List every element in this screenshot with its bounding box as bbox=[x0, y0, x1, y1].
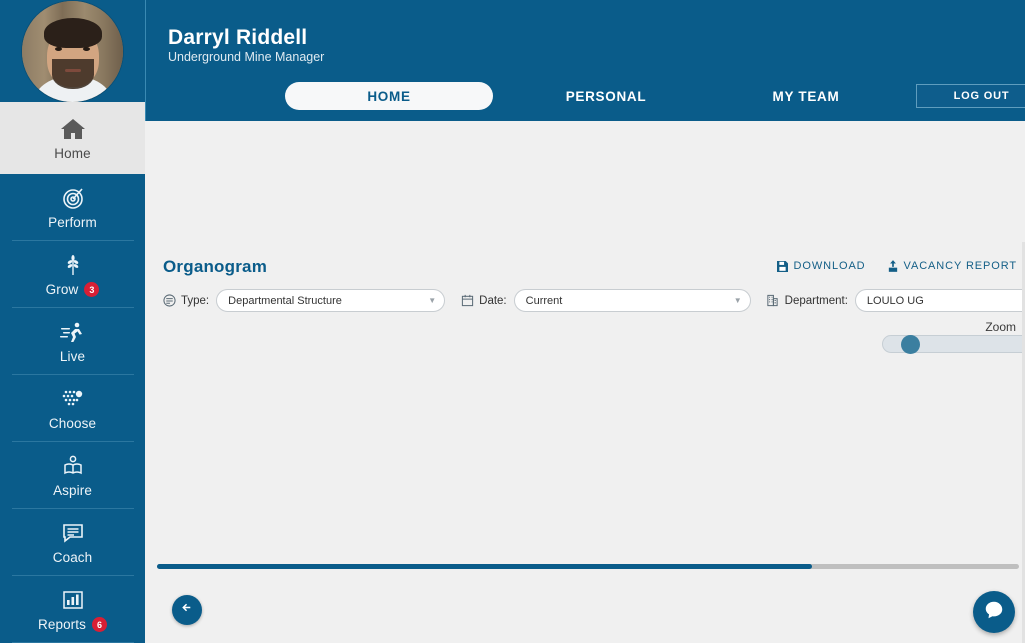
zoom-label: Zoom bbox=[985, 320, 1016, 334]
department-select-value: LOULO UG bbox=[866, 294, 924, 307]
filter-date-group: Date: Current ▼ bbox=[457, 289, 751, 312]
horizontal-scrollbar-thumb[interactable] bbox=[157, 564, 813, 569]
vacancy-report-label: VACANCY REPORT bbox=[903, 260, 1017, 272]
chevron-down-icon: ▼ bbox=[733, 296, 742, 305]
runner-icon bbox=[59, 319, 86, 345]
organogram-tree: ✕LOULO UG(2)Backfill(29)Engineering(4)Ex… bbox=[145, 366, 1025, 555]
save-disk-icon bbox=[776, 260, 788, 272]
type-select[interactable]: Departmental Structure ▼ bbox=[216, 289, 446, 312]
avatar-eye-left bbox=[55, 46, 62, 51]
header-actions: DOWNLOAD VACANCY REPORT bbox=[776, 260, 1017, 272]
sidebar: Home Perform bbox=[0, 0, 145, 643]
zoom-slider-thumb[interactable] bbox=[901, 335, 920, 354]
back-arrow-icon bbox=[180, 600, 195, 620]
target-icon bbox=[61, 185, 85, 211]
user-avatar[interactable] bbox=[22, 0, 123, 102]
header-user-role: Underground Mine Manager bbox=[168, 50, 325, 64]
avatar-hair bbox=[43, 17, 102, 48]
filter-department-label: Department: bbox=[784, 294, 848, 307]
zoom-slider[interactable] bbox=[882, 335, 1025, 354]
back-button[interactable] bbox=[172, 595, 202, 625]
filter-date-label: Date: bbox=[479, 294, 507, 307]
export-icon bbox=[888, 260, 898, 272]
sidebar-badge-grow: 3 bbox=[84, 282, 100, 298]
avatar-container bbox=[0, 0, 145, 102]
date-select-value: Current bbox=[525, 294, 563, 307]
speech-bubble-icon bbox=[61, 520, 85, 546]
organogram-canvas[interactable]: ✕LOULO UG(2)Backfill(29)Engineering(4)Ex… bbox=[145, 366, 1025, 555]
calendar-icon bbox=[457, 294, 477, 307]
horizontal-scrollbar[interactable] bbox=[157, 564, 1019, 569]
content-panel: Organogram DOWNLOAD bbox=[145, 121, 1025, 643]
download-label: DOWNLOAD bbox=[793, 260, 866, 272]
filter-department-group: Department: LOULO UG ▼ bbox=[763, 289, 1025, 312]
header-user-name: Darryl Riddell bbox=[168, 26, 308, 49]
avatar-beard bbox=[51, 58, 94, 89]
sidebar-item-grow[interactable]: Grow 3 bbox=[11, 240, 134, 307]
sidebar-item-aspire[interactable]: Aspire bbox=[11, 441, 134, 508]
sidebar-label-grow: Grow bbox=[45, 282, 79, 298]
sidebar-label-aspire: Aspire bbox=[53, 483, 92, 499]
sidebar-item-reports[interactable]: Reports 6 bbox=[11, 575, 134, 642]
sidebar-item-live[interactable]: Live bbox=[11, 307, 134, 374]
sidebar-badge-reports: 6 bbox=[91, 617, 107, 633]
avatar-mouth bbox=[64, 68, 81, 72]
logout-button[interactable]: LOG OUT bbox=[916, 84, 1025, 108]
person-book-icon bbox=[61, 453, 85, 479]
sidebar-label-perform: Perform bbox=[48, 215, 97, 231]
tab-personal[interactable]: PERSONAL bbox=[565, 88, 647, 104]
page-title: Organogram bbox=[163, 257, 268, 276]
sidebar-label-choose: Choose bbox=[48, 416, 97, 432]
vacancy-report-button[interactable]: VACANCY REPORT bbox=[888, 260, 1017, 272]
filter-type-label: Type: bbox=[181, 294, 210, 307]
sidebar-item-coach[interactable]: Coach bbox=[11, 508, 134, 575]
department-select[interactable]: LOULO UG ▼ bbox=[854, 289, 1025, 312]
wheat-icon bbox=[61, 252, 85, 278]
home-icon bbox=[60, 116, 86, 142]
sidebar-item-choose[interactable]: Choose bbox=[11, 374, 134, 441]
download-button[interactable]: DOWNLOAD bbox=[776, 260, 866, 272]
main-area: Darryl Riddell Underground Mine Manager … bbox=[145, 0, 1025, 643]
sidebar-label-coach: Coach bbox=[52, 550, 93, 566]
sidebar-item-perform[interactable]: Perform bbox=[12, 174, 134, 240]
sidebar-label-reports: Reports bbox=[38, 617, 86, 633]
right-scroll-edge bbox=[1022, 242, 1025, 643]
top-header: Darryl Riddell Underground Mine Manager … bbox=[145, 0, 1025, 121]
bar-chart-icon bbox=[61, 587, 85, 613]
type-select-value: Departmental Structure bbox=[228, 294, 342, 307]
tab-my-team[interactable]: MY TEAM bbox=[772, 88, 840, 104]
building-icon bbox=[763, 294, 783, 307]
filter-bar: Type: Departmental Structure ▼ Date: Cu bbox=[159, 289, 1025, 312]
sidebar-label-home: Home bbox=[54, 146, 91, 162]
tab-home[interactable]: HOME bbox=[285, 82, 493, 110]
sidebar-label-live: Live bbox=[59, 349, 86, 365]
chat-bubble-icon bbox=[983, 599, 1005, 626]
chat-button[interactable] bbox=[973, 591, 1015, 633]
sidebar-item-home[interactable]: Home bbox=[0, 102, 145, 175]
sidebar-row-grow: Grow 3 bbox=[45, 282, 100, 298]
filter-type-group: Type: Departmental Structure ▼ bbox=[159, 289, 446, 312]
filter-icon bbox=[159, 294, 179, 307]
chevron-down-icon: ▼ bbox=[428, 296, 437, 305]
date-select[interactable]: Current ▼ bbox=[513, 289, 751, 312]
sidebar-row-reports: Reports 6 bbox=[38, 617, 107, 633]
nav-tabs: HOME PERSONAL MY TEAM LOG OUT bbox=[146, 82, 1025, 110]
network-icon bbox=[60, 386, 86, 412]
avatar-eye-right bbox=[83, 46, 90, 51]
